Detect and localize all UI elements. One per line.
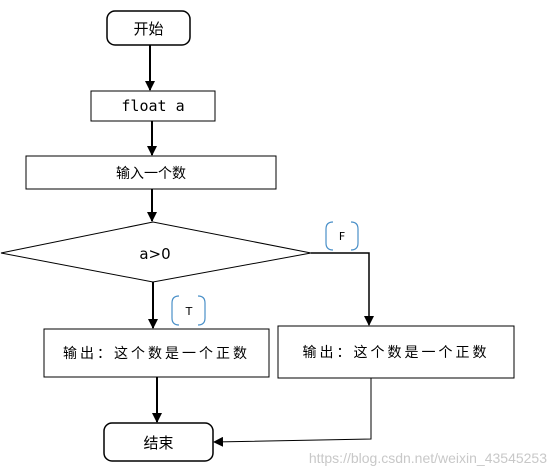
true-label-bracket-left: [171, 295, 180, 326]
declare-process-box: [90, 90, 216, 122]
false-branch-label: F: [338, 229, 346, 243]
true-label-bracket-right: [197, 295, 206, 326]
watermark-text: https://blog.csdn.net/weixin_43545253: [308, 450, 547, 466]
condition-label: a>0: [139, 245, 171, 263]
false-label-bracket-left: [325, 221, 334, 251]
arrow-false-branch: [311, 252, 374, 326]
arrow-false-output-to-end: [213, 378, 372, 447]
true-branch-label: T: [185, 304, 193, 318]
output-true-box: [43, 328, 270, 378]
output-true-label: 输出：这个数是一个正数: [63, 346, 250, 362]
start-label: 开始: [133, 19, 164, 38]
input-label: 输入一个数: [116, 165, 186, 182]
output-false-label: 输出：这个数是一个正数: [302, 345, 490, 361]
end-label: 结束: [143, 433, 174, 452]
false-label-bracket-right: [350, 221, 359, 251]
end-terminal: [103, 422, 214, 462]
output-false-box: [277, 325, 515, 379]
declare-label: float a: [121, 97, 185, 115]
input-process-box: [25, 155, 277, 190]
start-terminal: [106, 10, 191, 46]
